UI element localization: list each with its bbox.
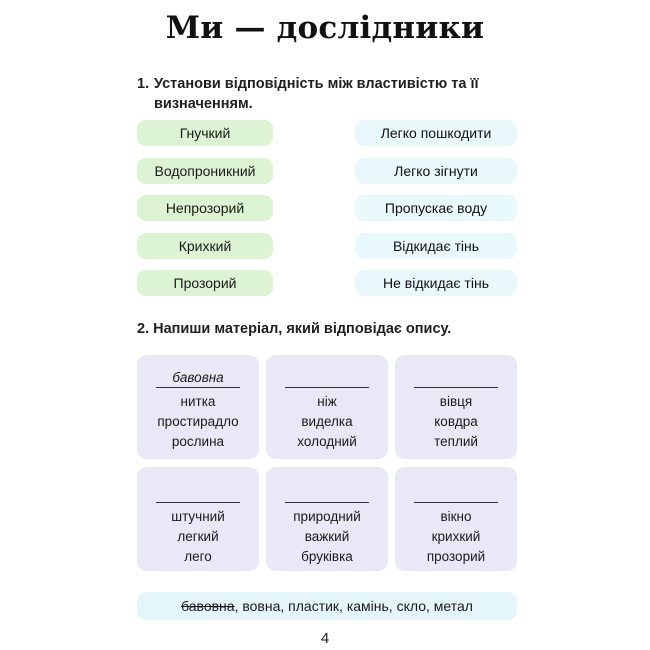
- material-card: природний важкий бруківка: [266, 467, 388, 571]
- properties-column: Гнучкий Водопроникний Непрозорий Крихкий…: [137, 120, 273, 308]
- clue-word: прозорий: [426, 549, 486, 564]
- clue-word: бруківка: [301, 549, 353, 564]
- remaining-words: , вовна, пластик, камінь, скло, метал: [234, 598, 473, 614]
- material-card: вікно крихкий прозорий: [395, 467, 517, 571]
- clue-word: нитка: [180, 394, 216, 409]
- answer-field[interactable]: [414, 369, 498, 388]
- clue-word: теплий: [434, 434, 478, 449]
- clue-word: природний: [293, 509, 361, 524]
- property-item[interactable]: Крихкий: [137, 232, 273, 259]
- answer-field[interactable]: бавовна: [156, 369, 240, 388]
- answer-field[interactable]: [414, 484, 498, 503]
- clue-words: вівця ковдра теплий: [434, 392, 478, 452]
- property-item[interactable]: Прозорий: [137, 270, 273, 296]
- material-card: штучний легкий лего: [137, 467, 259, 571]
- material-card: бавовна нитка простирадло рослина: [137, 355, 259, 459]
- word-bank: бавовна, вовна, пластик, камінь, скло, м…: [137, 592, 517, 620]
- clue-word: холодний: [297, 434, 357, 449]
- answer-field[interactable]: [285, 484, 369, 503]
- clue-word: виделка: [301, 414, 353, 429]
- property-item[interactable]: Непрозорий: [137, 195, 273, 221]
- clue-word: вікно: [440, 509, 472, 524]
- material-cards-grid: бавовна нитка простирадло рослина ніж ви…: [137, 355, 517, 571]
- clue-word: крихкий: [431, 529, 481, 544]
- property-item[interactable]: Гнучкий: [137, 120, 273, 146]
- page-number: 4: [320, 630, 330, 647]
- definition-item[interactable]: Пропускає воду: [355, 195, 517, 221]
- task1-text: Установи відповідність між властивістю т…: [154, 76, 479, 112]
- definition-item[interactable]: Відкидає тінь: [355, 232, 517, 259]
- page-title: Ми — дослідники: [165, 10, 485, 46]
- definition-item[interactable]: Легко пошкодити: [355, 120, 517, 146]
- clue-word: рослина: [171, 434, 225, 449]
- material-card: вівця ковдра теплий: [395, 355, 517, 459]
- clue-word: важкий: [304, 529, 350, 544]
- material-card: ніж виделка холодний: [266, 355, 388, 459]
- task1-number: 1.: [137, 76, 150, 92]
- definitions-column: Легко пошкодити Легко зігнути Пропускає …: [355, 120, 517, 308]
- definition-item[interactable]: Легко зігнути: [355, 157, 517, 184]
- task2-instruction: 2. Напиши матеріал, який відповідає опис…: [137, 321, 452, 337]
- clue-word: вівця: [439, 394, 473, 409]
- used-word: бавовна: [181, 598, 235, 614]
- clue-words: штучний легкий лего: [171, 507, 225, 567]
- clue-word: простирадло: [157, 414, 239, 429]
- clue-word: ковдра: [434, 414, 478, 429]
- answer-field[interactable]: [285, 369, 369, 388]
- clue-word: штучний: [171, 509, 225, 524]
- clue-words: нитка простирадло рослина: [157, 392, 238, 452]
- answer-field[interactable]: [156, 484, 240, 503]
- clue-words: ніж виделка холодний: [297, 392, 356, 452]
- clue-word: ніж: [317, 394, 337, 409]
- clue-words: вікно крихкий прозорий: [427, 507, 485, 567]
- task1-instruction: 1. Установи відповідність між властивіст…: [137, 74, 527, 114]
- property-item[interactable]: Водопроникний: [137, 157, 273, 184]
- clue-words: природний важкий бруківка: [293, 507, 361, 567]
- clue-word: легкий: [177, 529, 219, 544]
- definition-item[interactable]: Не відкидає тінь: [355, 270, 517, 296]
- clue-word: лего: [184, 549, 212, 564]
